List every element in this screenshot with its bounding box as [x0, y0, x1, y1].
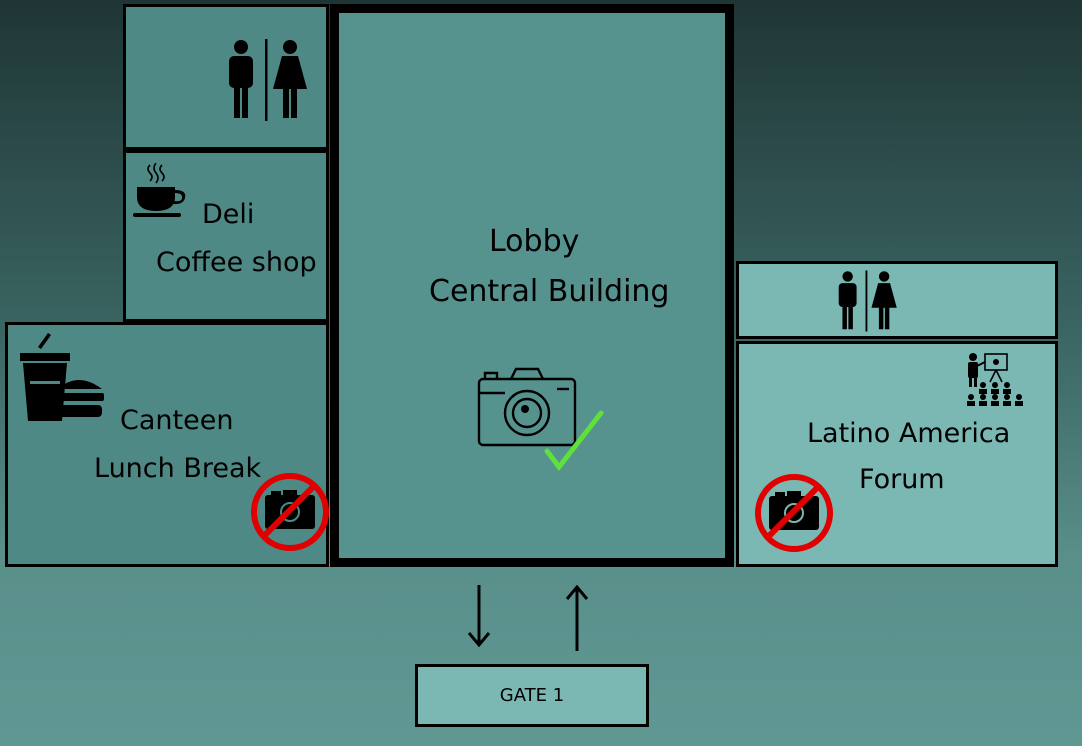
coffee-cup-icon — [133, 163, 186, 217]
arrow-up-icon — [565, 585, 589, 651]
lobby-subtitle: Central Building — [429, 274, 670, 309]
no-photography-icon — [251, 473, 329, 551]
canteen-subtitle: Lunch Break — [94, 453, 262, 484]
lobby-room[interactable]: Lobby Central Building — [330, 4, 734, 567]
forum-subtitle: Forum — [859, 464, 945, 495]
restroom-top-left[interactable] — [123, 4, 329, 150]
restroom-right[interactable] — [736, 261, 1058, 339]
canteen-room[interactable]: Canteen Lunch Break — [5, 322, 329, 567]
presentation-audience-icon — [967, 353, 1023, 406]
restroom-icon — [229, 39, 307, 121]
camera-icon — [477, 367, 604, 472]
deli-subtitle: Coffee shop — [156, 247, 317, 278]
canteen-name: Canteen — [120, 405, 234, 436]
lobby-name: Lobby — [489, 224, 580, 259]
deli-room[interactable]: Deli Coffee shop — [123, 150, 329, 322]
gate-label: GATE 1 — [499, 685, 565, 706]
forum-name: Latino America — [807, 418, 1011, 449]
arrow-down-icon — [467, 585, 491, 647]
deli-name: Deli — [202, 199, 255, 230]
fast-food-icon — [20, 333, 104, 421]
no-photography-icon — [755, 474, 833, 552]
restroom-icon — [838, 270, 897, 332]
forum-room[interactable]: Latino America Forum — [736, 341, 1058, 567]
gate-1[interactable]: GATE 1 — [415, 664, 649, 727]
